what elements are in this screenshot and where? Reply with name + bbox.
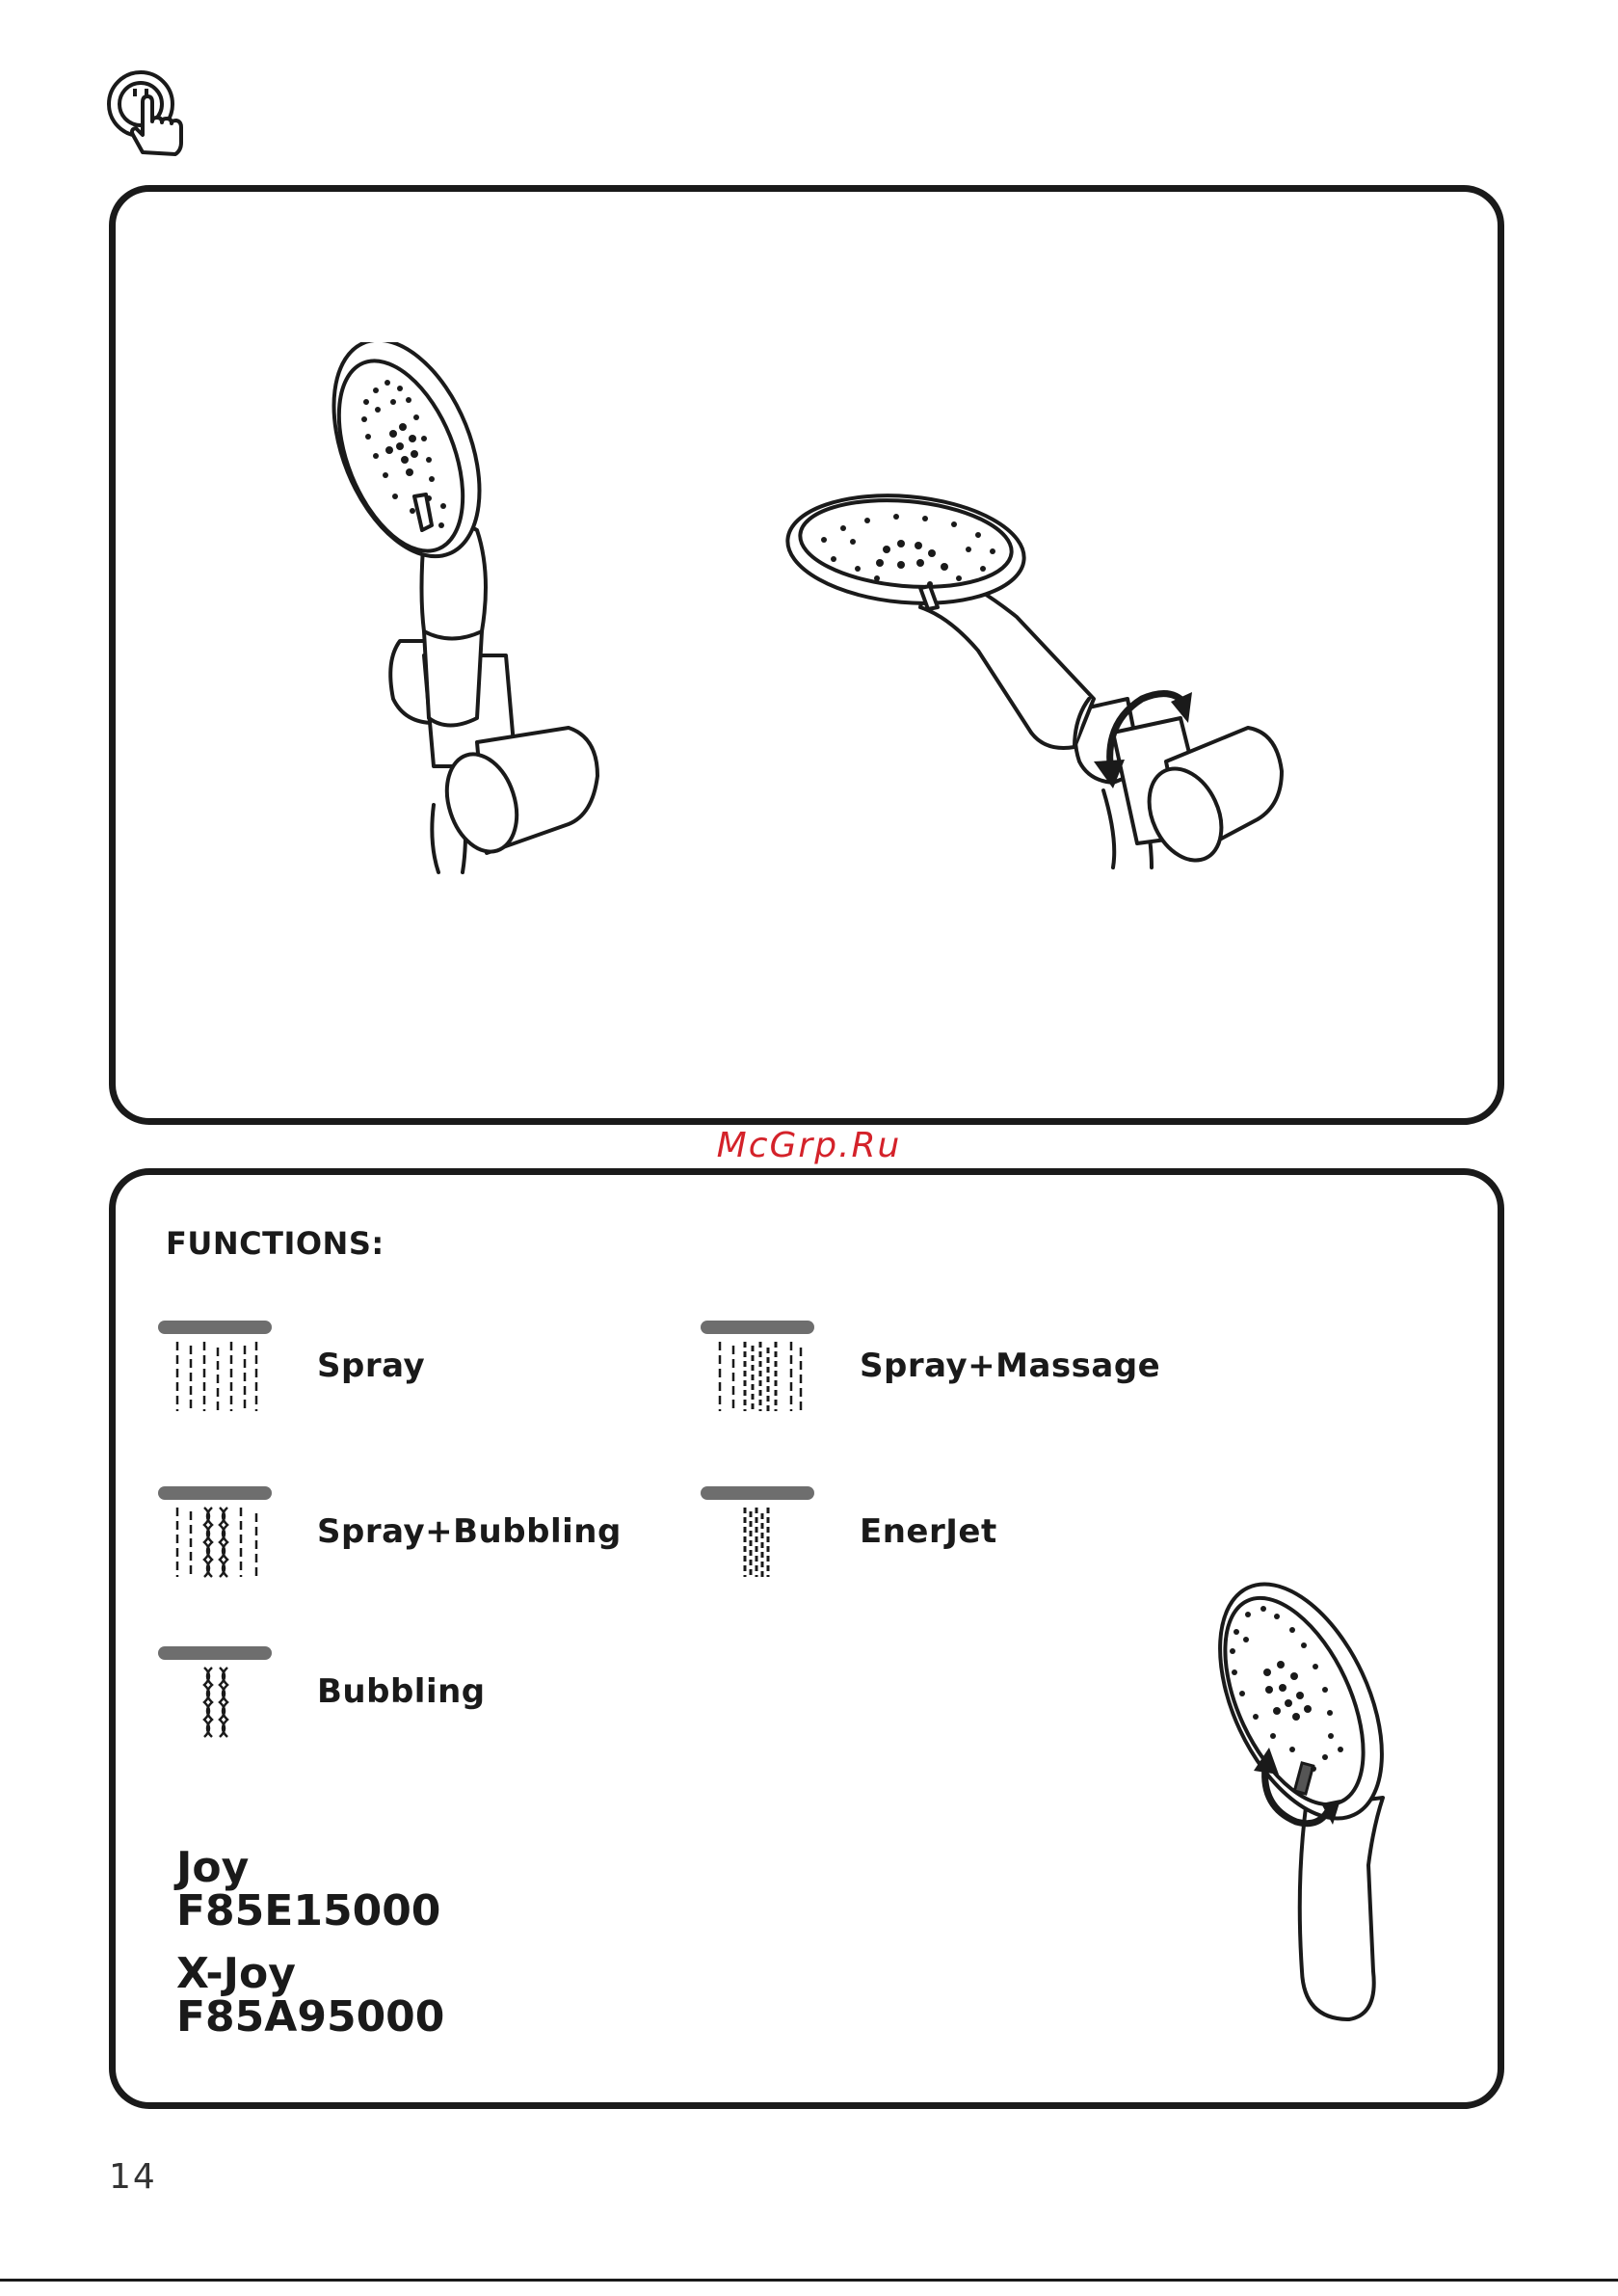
model-code-joy: F85E15000 <box>176 1889 440 1934</box>
bubbling-icon <box>156 1644 274 1741</box>
touch-press-icon <box>104 67 193 160</box>
spray-massage-icon <box>699 1319 816 1415</box>
functions-heading: FUNCTIONS: <box>166 1225 385 1262</box>
model-code-x-joy: F85A95000 <box>176 1995 444 2040</box>
function-label-bubbling: Bubbling <box>317 1672 486 1711</box>
function-label-spray-bubbling: Spray+Bubbling <box>317 1512 622 1551</box>
function-label-spray-massage: Spray+Massage <box>860 1347 1160 1385</box>
spray-icon <box>156 1319 274 1415</box>
function-label-spray: Spray <box>317 1347 425 1385</box>
enerjet-icon <box>699 1484 816 1581</box>
bottom-rule <box>0 2279 1618 2282</box>
page-number: 14 <box>109 2157 157 2197</box>
model-name-joy: Joy <box>176 1846 249 1890</box>
shower-holder-illustration-left <box>308 342 655 882</box>
function-label-enerjet: EnerJet <box>860 1512 997 1551</box>
hand-shower-switch-illustration <box>1180 1576 1421 2029</box>
shower-holder-illustration-right <box>756 482 1306 887</box>
watermark: McGrp.Ru <box>0 1126 1618 1165</box>
spray-bubbling-icon <box>156 1484 274 1581</box>
model-name-x-joy: X-Joy <box>176 1952 296 1996</box>
